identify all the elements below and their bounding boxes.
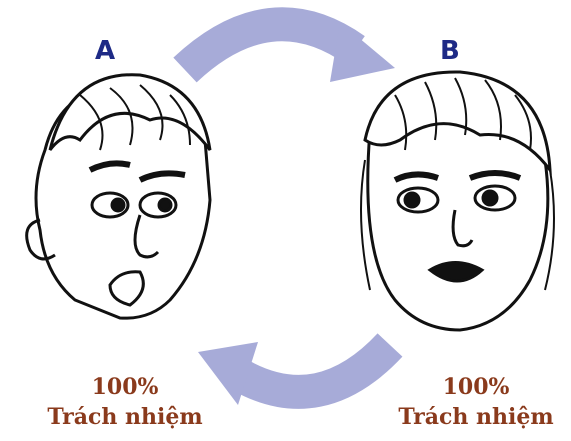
person-b-percent: 100% — [381, 372, 571, 402]
person-a-label: A — [95, 36, 115, 66]
person-b-label: B — [440, 36, 460, 66]
person-a-caption: 100% Trách nhiệm — [30, 372, 220, 432]
arrow-b-to-a — [198, 342, 390, 405]
face-b-illustration — [361, 72, 554, 330]
person-a-percent: 100% — [30, 372, 220, 402]
arrow-a-to-b — [185, 22, 395, 82]
face-a-illustration — [27, 75, 210, 318]
person-b-caption: 100% Trách nhiệm — [381, 372, 571, 432]
person-b-responsibility: Trách nhiệm — [381, 402, 571, 432]
person-a-responsibility: Trách nhiệm — [30, 402, 220, 432]
